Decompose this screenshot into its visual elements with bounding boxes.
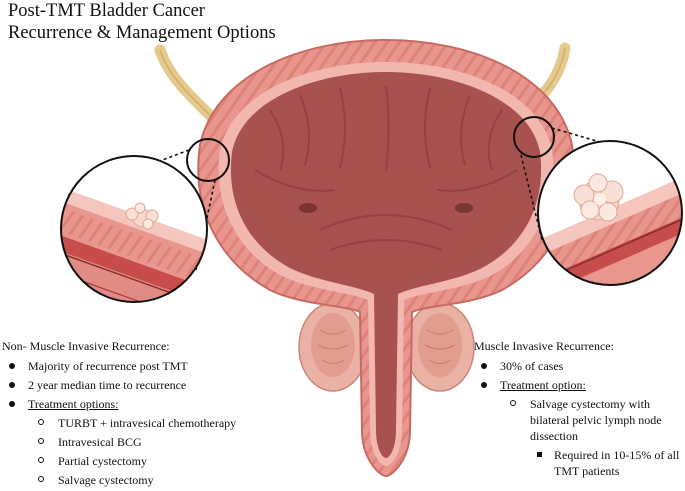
bladder-rugae	[254, 85, 518, 251]
large-tumor	[573, 173, 624, 222]
bullet-icon	[9, 363, 15, 369]
mi-panel: Muscle Invasive Recurrence: 30% of cases…	[474, 338, 684, 482]
prostate	[298, 302, 475, 392]
list-item: Salvage cystectomy	[2, 472, 302, 488]
nmi-treatment: Salvage cystectomy	[58, 473, 154, 487]
bullet-icon	[481, 363, 487, 369]
bladder-lumen	[230, 72, 542, 458]
mi-heading: Muscle Invasive Recurrence:	[474, 339, 614, 353]
left-callout-marker	[186, 138, 230, 182]
bullet-icon	[9, 401, 15, 407]
hollow-bullet-icon	[38, 438, 44, 444]
mi-note: Required in 10-15% of all TMT patients	[554, 448, 680, 478]
list-item: Partial cystectomy	[2, 453, 302, 469]
list-item: Treatment option:	[474, 377, 684, 393]
mi-bullet-list: 30% of cases Treatment option: Salvage c…	[474, 358, 684, 479]
bullet-icon	[9, 382, 15, 388]
small-tumor	[125, 202, 159, 230]
nmi-bullet-list: Majority of recurrence post TMT 2 year m…	[2, 358, 302, 488]
list-item: Treatment options:	[2, 396, 302, 412]
list-item: TURBT + intravesical chemotherapy	[2, 415, 302, 431]
right-magnified-view	[537, 140, 683, 286]
left-orifice	[299, 203, 317, 213]
mi-treatment-heading: Treatment option:	[500, 378, 586, 392]
hollow-bullet-icon	[38, 457, 44, 463]
hollow-bullet-icon	[510, 400, 516, 406]
list-item: 2 year median time to recurrence	[2, 377, 302, 393]
title-line-1: Post-TMT Bladder Cancer	[8, 1, 205, 21]
mi-bullet-text: 30% of cases	[500, 359, 564, 373]
right-orifice	[455, 203, 473, 213]
nmi-treatment: Intravesical BCG	[58, 435, 142, 449]
list-item: Majority of recurrence post TMT	[2, 358, 302, 374]
list-item: Intravesical BCG	[2, 434, 302, 450]
nmi-treatment: TURBT + intravesical chemotherapy	[58, 416, 237, 430]
nmi-heading: Non- Muscle Invasive Recurrence:	[2, 339, 170, 353]
nmi-panel: Non- Muscle Invasive Recurrence: Majorit…	[2, 338, 302, 491]
nmi-bullet-text: 2 year median time to recurrence	[28, 378, 187, 392]
mi-treatment: Salvage cystectomy with bilateral pelvic…	[530, 397, 662, 443]
list-item: Salvage cystectomy with bilateral pelvic…	[474, 396, 684, 444]
hollow-bullet-icon	[38, 419, 44, 425]
right-callout-marker	[513, 116, 555, 158]
title-line-2: Recurrence & Management Options	[8, 23, 276, 43]
nmi-treatment: Partial cystectomy	[58, 454, 147, 468]
hollow-bullet-icon	[38, 476, 44, 482]
list-item: 30% of cases	[474, 358, 684, 374]
square-bullet-icon	[537, 452, 542, 457]
list-item: Required in 10-15% of all TMT patients	[474, 447, 684, 479]
nmi-treatment-heading: Treatment options:	[28, 397, 119, 411]
bullet-icon	[481, 382, 487, 388]
nmi-bullet-text: Majority of recurrence post TMT	[28, 359, 188, 373]
